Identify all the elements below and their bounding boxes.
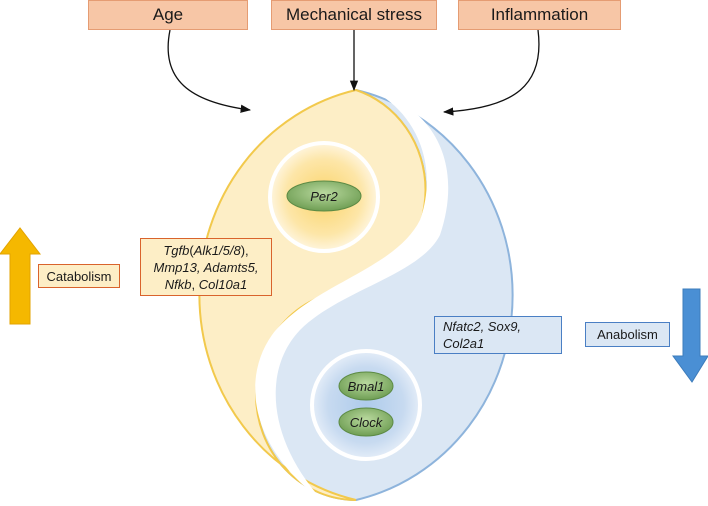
col10a1-gene: Col10a1	[198, 276, 248, 292]
catabolic-genes-box: Tgfb(Alk1/5/8), Mmp13, Adamts5, Nfkb, Co…	[140, 238, 272, 296]
catabolism-label-box: Catabolism	[38, 264, 120, 288]
age-factor-box: Age	[88, 0, 248, 30]
anabolic-genes-box: Nfatc2, Sox9, Col2a1	[434, 316, 562, 354]
nfkb-gene: Nfkb	[164, 276, 192, 292]
clock-label: Clock	[349, 414, 383, 430]
age-label: Age	[152, 5, 184, 24]
tgfb-gene: Tgfb	[163, 242, 190, 258]
catabolism-up-arrow	[0, 227, 42, 325]
inflammation-arrow	[442, 29, 540, 116]
paren-open: (	[189, 242, 194, 258]
separator-swoosh	[255, 90, 449, 500]
bmal1-label: Bmal1	[347, 378, 385, 394]
catabolism-label: Catabolism	[46, 268, 112, 284]
anabolism-label: Anabolism	[597, 327, 658, 342]
anabolism-label-box: Anabolism	[585, 322, 670, 347]
mechanical-stress-factor-box: Mechanical stress	[271, 0, 437, 30]
bmal1-clock-glow	[310, 349, 422, 461]
clock-oval	[338, 407, 394, 437]
catabolic-genes-line-2: Mmp13, Adamts5,	[153, 259, 259, 275]
catabolic-genes-line-1: Tgfb(Alk1/5/8),	[163, 242, 248, 259]
per2-label: Per2	[310, 188, 338, 204]
catabolic-genes-line-3: Nfkb, Col10a1	[165, 276, 247, 293]
comma-separator: ,	[191, 276, 199, 292]
per2-oval	[286, 180, 362, 212]
bmal1-oval	[338, 371, 394, 401]
paren-close: ),	[240, 242, 249, 258]
alk-genes: Alk1/5/8	[193, 242, 241, 258]
inflammation-label: Inflammation	[490, 5, 589, 24]
inflammation-factor-box: Inflammation	[458, 0, 621, 30]
anabolic-genes-line-1: Nfatc2, Sox9,	[443, 319, 522, 334]
anabolic-genes-line-2: Col2a1	[443, 336, 485, 351]
anabolism-down-arrow	[672, 288, 708, 383]
age-arrow	[167, 29, 252, 113]
mechanical-stress-label: Mechanical stress	[285, 5, 423, 24]
